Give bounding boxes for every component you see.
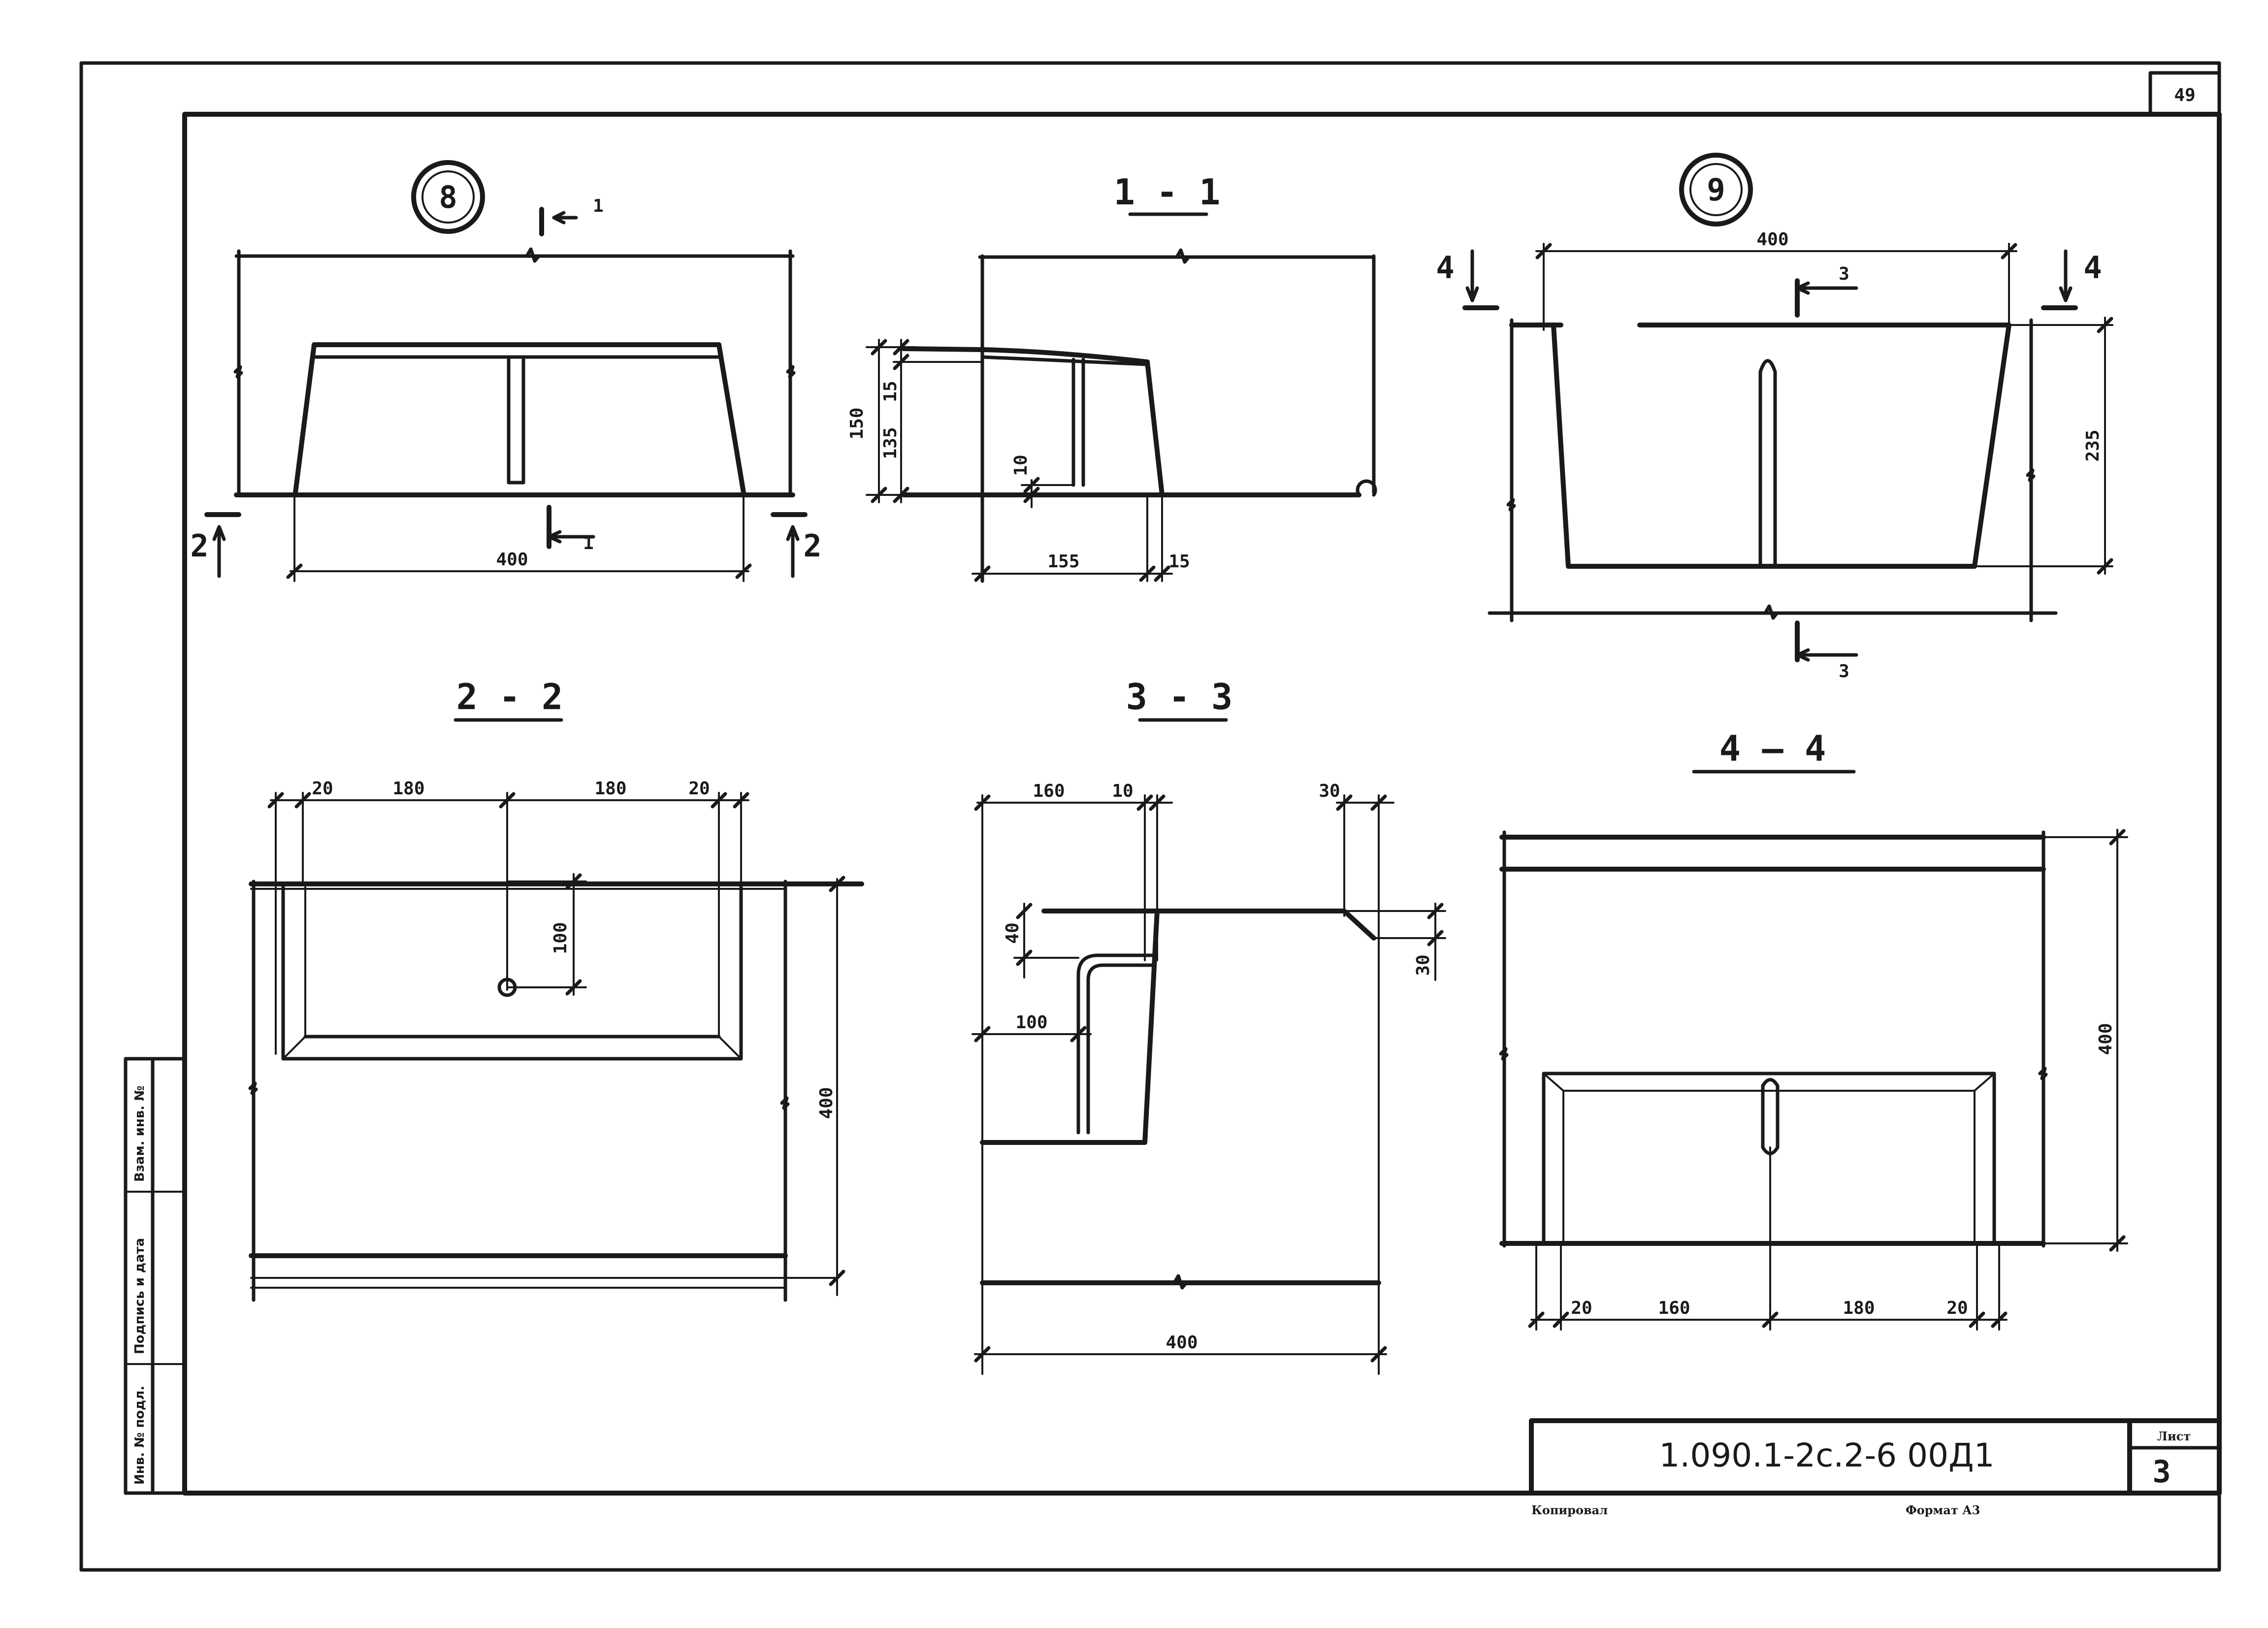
section-3-3-dim-d: 40 xyxy=(1003,922,1023,944)
copied-label: Копировал xyxy=(1531,1503,1608,1517)
section-1-1-dim-rebar: 10 xyxy=(1011,455,1031,476)
view-8-section-left: 2 xyxy=(190,528,208,564)
section-2-2-dim-c: 180 xyxy=(594,779,626,799)
view-8-marker: 8 xyxy=(439,179,457,215)
view-9-marker: 9 xyxy=(1707,172,1725,208)
section-3-3-title: 3 - 3 xyxy=(1126,676,1233,717)
section-3-3-dim-f: 100 xyxy=(1015,1012,1047,1033)
corner-sheet-number: 49 xyxy=(2174,85,2195,105)
section-1-1-dim-height: 150 xyxy=(847,407,867,439)
stamp-inv-original: Инв. № подл. xyxy=(132,1386,147,1485)
section-2-2-dim-hole: 100 xyxy=(551,922,571,954)
section-3-3-dim-c: 30 xyxy=(1319,781,1340,801)
section-2-2-dim-height: 400 xyxy=(816,1087,837,1119)
stamp-signature-date: Подпись и дата xyxy=(132,1238,147,1354)
section-2-2-dim-b: 180 xyxy=(392,779,424,799)
section-1-1-title: 1 - 1 xyxy=(1114,171,1221,213)
section-2-2-dim-d: 20 xyxy=(688,779,710,799)
title-block: 1.090.1-2с.2-6 00Д1 Лист 3 Копировал Фор… xyxy=(1529,1418,2222,1517)
section-1-1-dim-top: 15 xyxy=(880,381,901,402)
section-4-4-title: 4 — 4 xyxy=(1719,728,1826,769)
sheet-frame: 49 xyxy=(79,61,2222,1572)
view-9-section-right: 4 xyxy=(2083,250,2102,286)
view-9-cut-label: 3 xyxy=(1839,264,1849,284)
view-9-section-left: 4 xyxy=(1436,250,1454,286)
format-label: Формат А3 xyxy=(1906,1503,1980,1517)
section-3-3-dim-width: 400 xyxy=(1166,1333,1198,1353)
side-stamp: Инв. № подл. Подпись и дата Взам. инв. № xyxy=(124,1057,187,1495)
view-9: 9 400 3 4 4 235 xyxy=(1436,153,2113,682)
section-3-3-dim-e: 30 xyxy=(1413,954,1433,976)
view-8-cut-label-bottom: 1 xyxy=(583,533,594,554)
section-4-4-dim-d: 20 xyxy=(1946,1298,1968,1318)
section-3-3-dim-b: 10 xyxy=(1112,781,1133,801)
section-2-2: 2 - 2 20 180 180 20 100 xyxy=(248,676,864,1302)
section-2-2-dim-a: 20 xyxy=(312,779,333,799)
view-8-dim-width: 400 xyxy=(496,550,528,570)
section-4-4: 4 — 4 400 20 160 180 20 xyxy=(1499,728,2128,1331)
section-1-1-dim-bottom: 135 xyxy=(880,427,901,459)
view-8-cut-label: 1 xyxy=(593,196,604,216)
view-9-cut-label-bottom: 3 xyxy=(1839,661,1849,682)
view-8: 8 1 2 2 1 400 xyxy=(190,160,822,582)
sheet-label: Лист xyxy=(2157,1429,2191,1443)
stamp-replaces-inv: Взам. инв. № xyxy=(132,1086,147,1182)
section-1-1-dim-edge: 15 xyxy=(1168,552,1190,572)
section-4-4-dim-c: 180 xyxy=(1843,1298,1875,1318)
section-4-4-dim-height: 400 xyxy=(2096,1023,2116,1055)
document-code: 1.090.1-2с.2-6 00Д1 xyxy=(1659,1436,1994,1474)
section-3-3-dim-a: 160 xyxy=(1033,781,1065,801)
section-2-2-title: 2 - 2 xyxy=(456,676,563,717)
section-4-4-dim-b: 160 xyxy=(1658,1298,1690,1318)
view-9-dim-width: 400 xyxy=(1756,229,1788,250)
view-9-dim-height: 235 xyxy=(2083,429,2103,461)
section-1-1: 1 - 1 150 15 135 10 155 xyxy=(847,171,1377,583)
section-4-4-dim-a: 20 xyxy=(1571,1298,1592,1318)
section-3-3: 3 - 3 160 10 30 30 40 100 xyxy=(972,676,1446,1375)
sheet-number: 3 xyxy=(2152,1454,2171,1490)
view-8-section-right: 2 xyxy=(803,528,821,564)
section-1-1-dim-length: 155 xyxy=(1047,552,1079,572)
